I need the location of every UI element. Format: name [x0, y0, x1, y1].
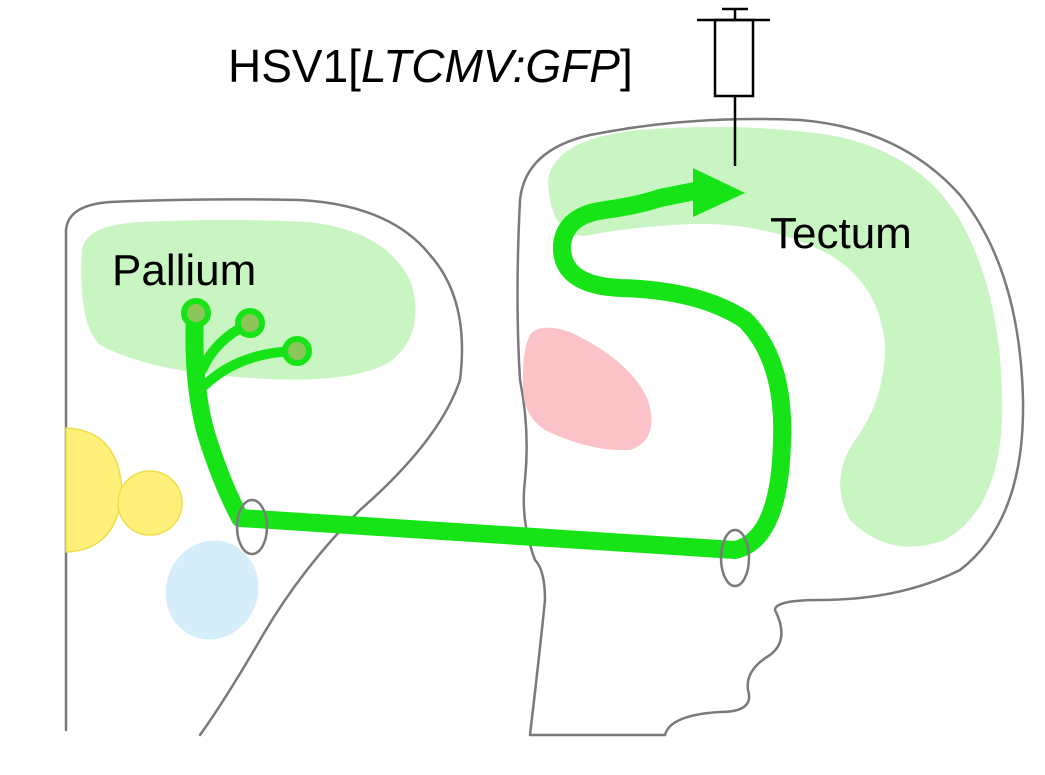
- pallium-region: [81, 220, 416, 380]
- injection-label-suffix: ]: [620, 40, 633, 92]
- blue-nucleus: [165, 540, 259, 640]
- injection-label-prefix: HSV1[: [228, 40, 361, 92]
- injection-label: HSV1[LTCMV:GFP]: [228, 40, 633, 92]
- tectum-region: [548, 126, 1003, 547]
- pink-nucleus: [522, 327, 652, 451]
- yellow-nucleus-small: [117, 470, 183, 536]
- commissure-ring-left: [235, 498, 269, 556]
- yellow-nucleus-large: [65, 427, 123, 553]
- soma-1: [181, 298, 211, 328]
- pallium-label: Pallium: [112, 246, 256, 295]
- commissure-ring-right: [719, 528, 751, 588]
- soma-2: [235, 308, 265, 338]
- soma-3: [282, 336, 312, 366]
- injection-label-italic: LTCMV:GFP: [361, 40, 620, 92]
- gfp-fiber-tract: [185, 181, 792, 559]
- forebrain-outline: [64, 198, 464, 737]
- syringe-icon: [697, 7, 770, 166]
- tract-arrowhead: [693, 168, 745, 217]
- midbrain-outline: [516, 117, 1025, 737]
- tectum-label: Tectum: [770, 209, 912, 258]
